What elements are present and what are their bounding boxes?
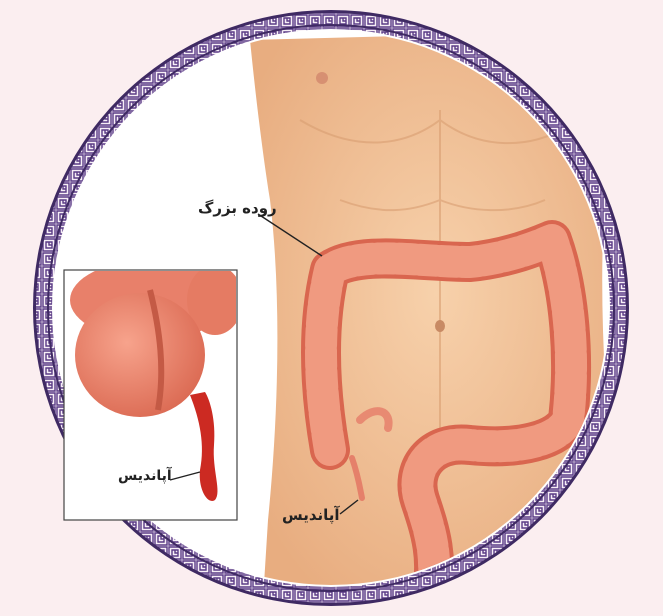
label-appendix-inset: آپاندیس: [118, 469, 172, 483]
label-large-intestine: روده بزرگ: [198, 201, 277, 216]
label-appendix-main: آپاندیس: [282, 508, 340, 523]
nipple: [316, 72, 328, 84]
navel: [435, 320, 445, 332]
